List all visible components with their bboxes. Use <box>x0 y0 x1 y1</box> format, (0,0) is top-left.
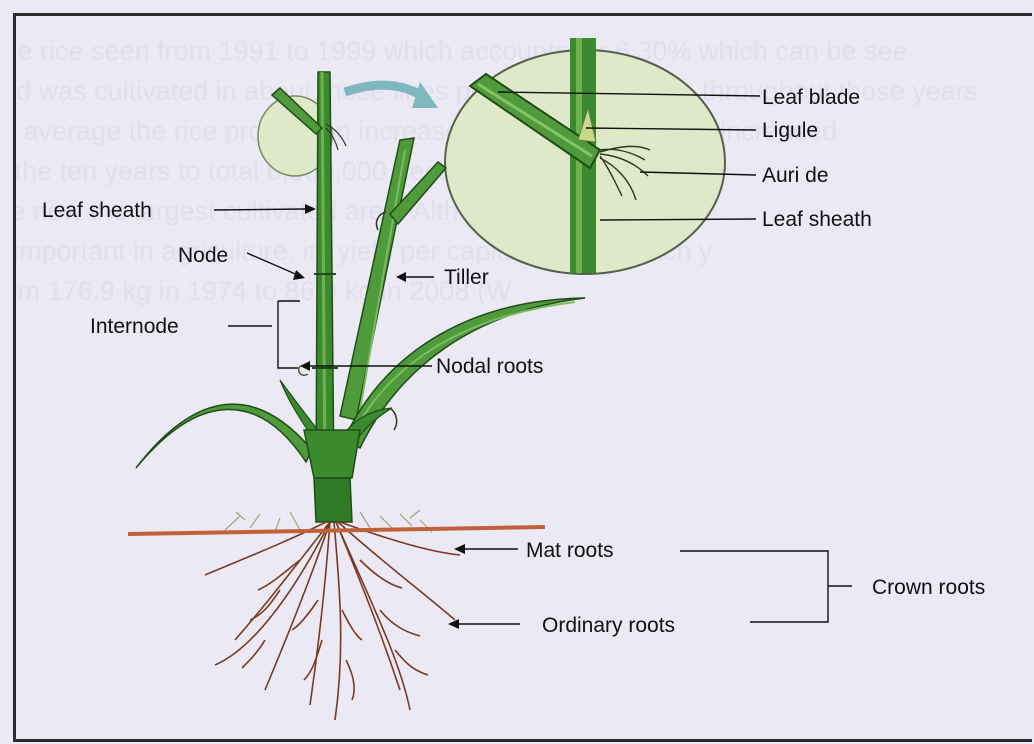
label-node: Node <box>178 244 228 267</box>
root-system <box>205 522 460 720</box>
label-ordinary-roots: Ordinary roots <box>542 614 675 637</box>
plant-base <box>304 430 360 478</box>
leaf-collar-inset <box>445 38 725 274</box>
label-leaf-sheath-inset: Leaf sheath <box>762 208 872 231</box>
label-tiller: Tiller <box>444 266 489 289</box>
label-auricle: Auri de <box>762 164 829 187</box>
label-ligule: Ligule <box>762 119 818 142</box>
crown <box>314 478 352 522</box>
inner-auricle <box>390 408 397 430</box>
left-leaf <box>136 404 312 468</box>
label-crown-roots: Crown roots <box>872 576 985 599</box>
label-leaf-blade: Leaf blade <box>762 86 860 109</box>
label-nodal-roots: Nodal roots <box>436 355 543 378</box>
label-internode: Internode <box>90 315 179 338</box>
label-leaf-sheath: Leaf sheath <box>42 199 152 222</box>
label-mat-roots: Mat roots <box>526 539 614 562</box>
soil-line <box>128 527 545 534</box>
